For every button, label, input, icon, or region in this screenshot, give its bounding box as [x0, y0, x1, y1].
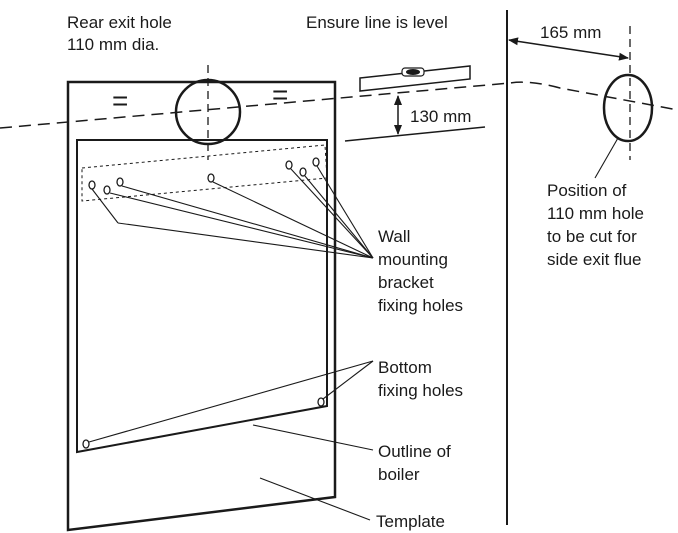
outline-label-line1: Outline of [378, 442, 451, 461]
rear-exit-label-line2: 110 mm dia. [67, 35, 159, 54]
template-sheet [66, 80, 337, 532]
bracket-fixing-holes [88, 157, 320, 195]
bracket-leader-lines [91, 165, 374, 259]
side-hole-label-line2: 110 mm hole [547, 204, 644, 223]
boiler-outline [76, 139, 328, 454]
spirit-level [359, 65, 471, 92]
side-hole-leader-line [594, 137, 619, 179]
bottom-holes-leader-lines [88, 360, 374, 443]
equal-sign-left: = [112, 85, 128, 116]
bottom-holes-label-line2: fixing holes [378, 381, 463, 400]
dimension-130-label: 130 mm [410, 107, 471, 126]
rear-exit-label-line1: Rear exit hole [67, 13, 172, 32]
template-leader-line [259, 477, 371, 521]
level-dashed-line [0, 81, 678, 129]
template-label: Template [376, 512, 445, 531]
equal-sign-right: = [272, 79, 288, 110]
outline-leader-line [252, 424, 374, 451]
side-exit-hole-circle [602, 73, 654, 143]
side-hole-label-line3: to be cut for [547, 227, 637, 246]
ensure-level-label: Ensure line is level [306, 13, 448, 32]
outline-label-line2: boiler [378, 465, 420, 484]
dimension-165-label: 165 mm [540, 23, 601, 42]
wall-bracket-label-line1: Wall [378, 227, 410, 246]
side-hole-label-line4: side exit flue [547, 250, 642, 269]
dimension-130-reference-line [344, 126, 486, 142]
wall-bracket-label-line2: mounting [378, 250, 448, 269]
bottom-holes-label-line1: Bottom [378, 358, 432, 377]
wall-bracket-label-line4: fixing holes [378, 296, 463, 315]
side-hole-label-line1: Position of [547, 181, 627, 200]
bottom-fixing-holes [82, 397, 325, 449]
wall-bracket-label-line3: bracket [378, 273, 434, 292]
bracket-dotted-area [81, 144, 328, 202]
dimension-165-arrow [508, 37, 629, 61]
